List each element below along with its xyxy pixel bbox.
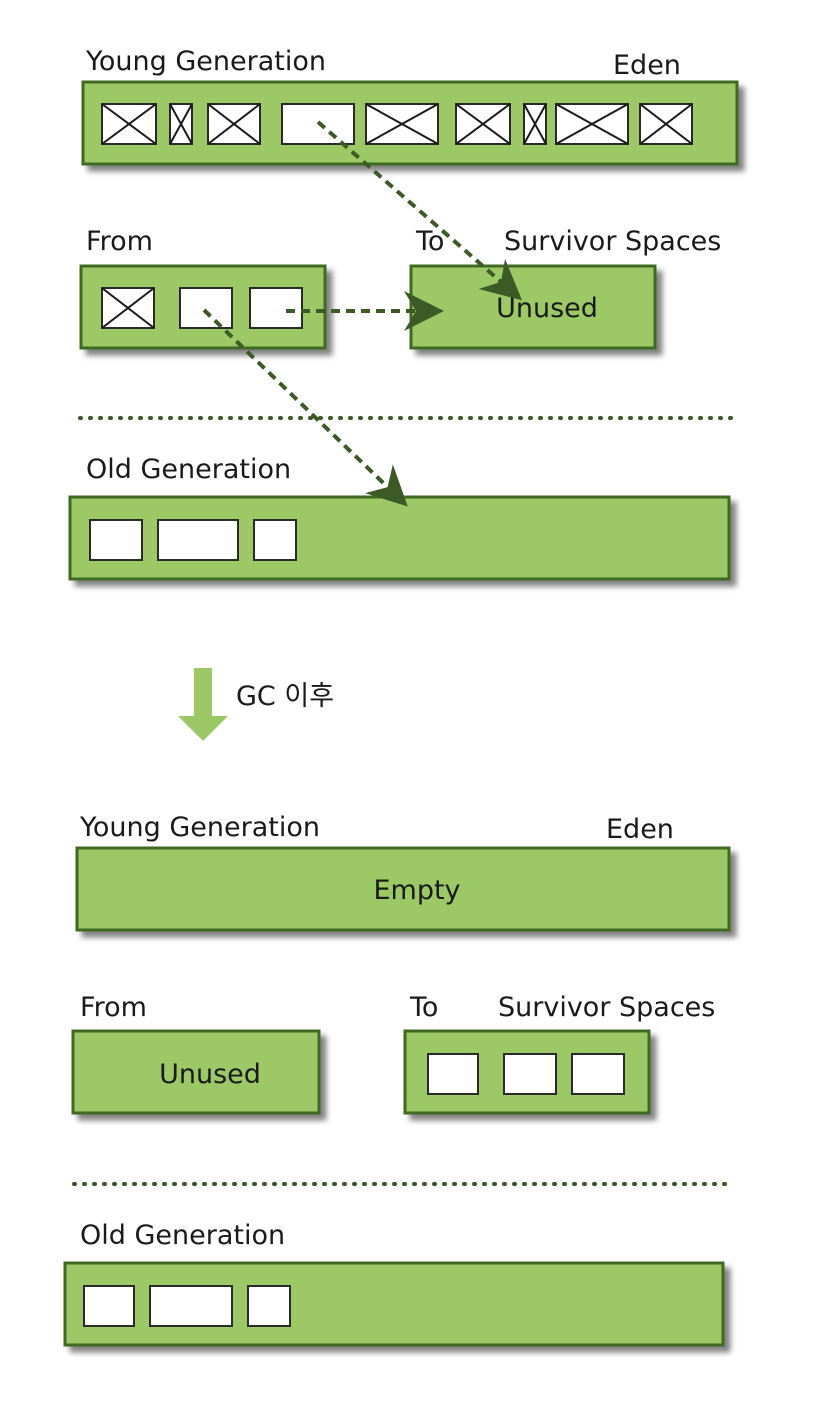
- gc-transition: GC 이후: [178, 668, 334, 741]
- survivor-spaces-label: Survivor Spaces: [504, 226, 721, 257]
- after-gc-label: GC 이후: [236, 681, 334, 712]
- dead-object: [169, 103, 193, 145]
- eden-objects: [101, 103, 693, 145]
- survivor-spaces-label: Survivor Spaces: [498, 992, 715, 1023]
- to-survivor-space: [409, 264, 657, 350]
- young-generation-label: Young Generation: [79, 812, 320, 843]
- eden-label: Eden: [613, 50, 681, 81]
- from-survivor-space: [71, 1029, 321, 1115]
- down-arrow-icon: [178, 668, 228, 741]
- survived-object: [503, 1053, 557, 1095]
- dead-object: [365, 103, 439, 145]
- survived-object: [571, 1053, 625, 1095]
- before-gc-section: Young Generation Eden From To Survivor S…: [68, 46, 739, 581]
- promotion-arrow: [202, 308, 408, 507]
- dead-object: [101, 287, 155, 329]
- eden-status: Empty: [373, 875, 460, 906]
- to-space-status: Unused: [496, 293, 598, 324]
- dead-object: [207, 103, 261, 145]
- dead-object: [101, 103, 157, 145]
- live-object: [179, 287, 233, 329]
- to-label: To: [409, 992, 438, 1023]
- dead-object: [639, 103, 693, 145]
- to-label: To: [415, 226, 444, 257]
- tenured-object: [253, 519, 297, 561]
- tenured-object: [89, 519, 143, 561]
- dead-object: [455, 103, 511, 145]
- from-space-status: Unused: [159, 1059, 261, 1090]
- tenured-object: [149, 1285, 233, 1327]
- eden-label: Eden: [606, 814, 674, 845]
- young-generation-label: Young Generation: [85, 46, 326, 77]
- eden-space: [75, 846, 731, 932]
- tenured-object: [157, 519, 239, 561]
- dead-object: [555, 103, 629, 145]
- old-generation-label: Old Generation: [86, 454, 291, 485]
- survived-object: [427, 1053, 479, 1095]
- old-generation-label: Old Generation: [80, 1220, 285, 1251]
- tenured-object: [247, 1285, 291, 1327]
- tenured-object: [83, 1285, 135, 1327]
- after-gc-section: Young Generation Eden Empty From To Surv…: [63, 812, 731, 1347]
- from-label: From: [80, 992, 147, 1023]
- from-label: From: [86, 226, 153, 257]
- dead-object: [523, 103, 547, 145]
- live-object: [249, 287, 303, 329]
